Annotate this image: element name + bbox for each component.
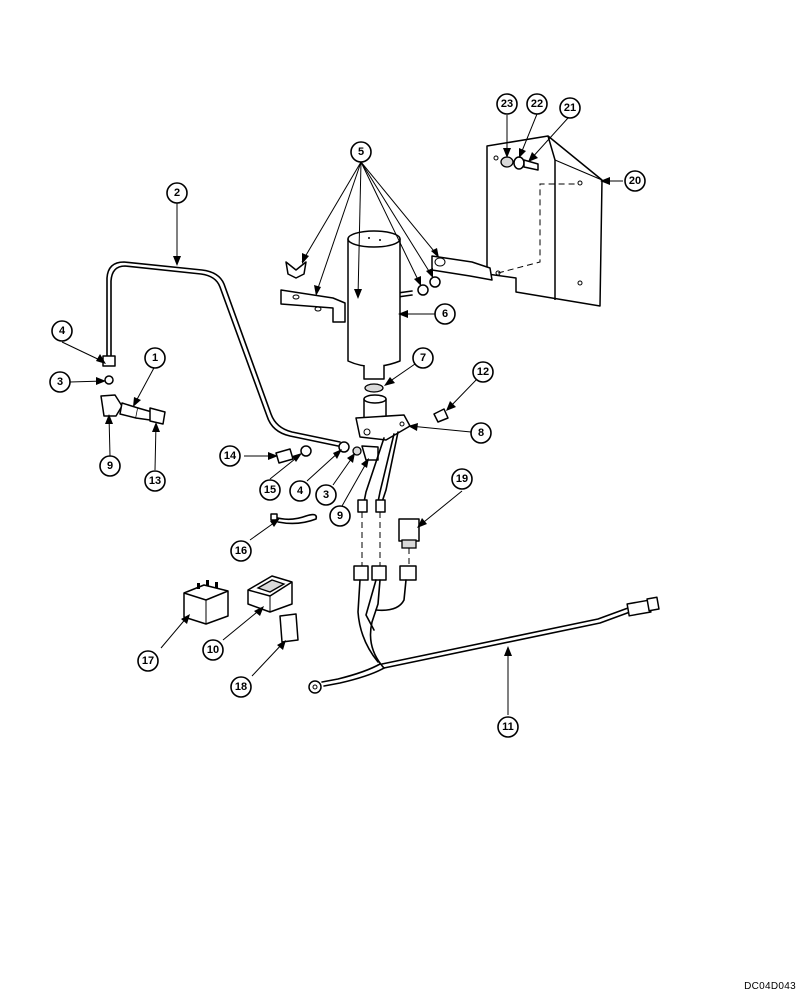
right-clamp [431,255,493,281]
svg-text:22: 22 [531,98,543,110]
svg-text:13: 13 [149,475,161,487]
callout-11: 11 [497,716,519,738]
svg-text:7: 7 [420,352,426,364]
svg-text:15: 15 [264,484,276,496]
svg-text:18: 18 [235,681,247,693]
callout-6: 6 [434,303,456,325]
svg-text:6: 6 [442,308,448,320]
head-wires [357,431,410,566]
callout-22: 22 [526,93,548,115]
leader-arrowheads [96,148,610,656]
center-fittings [275,441,379,464]
callout-23: 23 [496,93,518,115]
callout-7: 7 [412,347,434,369]
wire-harness [308,565,660,694]
svg-text:5: 5 [358,146,364,158]
svg-text:17: 17 [142,655,154,667]
callout-2: 2 [166,182,188,204]
svg-text:8: 8 [478,427,484,439]
callout-12: 12 [472,361,494,383]
callout-16: 16 [230,540,252,562]
callout-10: 10 [202,639,224,661]
svg-text:2: 2 [174,187,180,199]
svg-text:19: 19 [456,473,468,485]
callout-21: 21 [559,97,581,119]
callout-5: 5 [350,141,372,163]
wing-nut [285,261,307,279]
label-decal [279,613,299,643]
svg-text:10: 10 [207,644,219,656]
callout-9-center: 9 [329,505,351,527]
svg-text:16: 16 [235,545,247,557]
callout-20: 20 [624,170,646,192]
svg-text:4: 4 [297,485,304,497]
mounting-bracket [486,135,603,307]
callout-15: 15 [259,479,281,501]
callout-4-center: 4 [289,480,311,502]
callout-8: 8 [470,422,492,444]
sensor-switch [398,518,420,549]
bracket-fasteners [500,156,539,171]
tube-line [106,261,341,447]
callout-17: 17 [137,650,159,672]
cap-nut [433,408,449,423]
left-fittings [100,355,166,425]
svg-text:12: 12 [477,366,489,378]
relay [183,580,229,625]
svg-text:21: 21 [564,102,576,114]
svg-text:11: 11 [502,721,514,733]
filter-head [355,394,411,441]
drawing-code: DC04D043 [744,981,796,992]
callout-9-left: 9 [99,455,121,477]
left-clamp [280,289,346,323]
callout-14: 14 [219,445,241,467]
filter-canister [347,230,401,393]
callout-18: 18 [230,676,252,698]
svg-text:3: 3 [57,376,63,388]
svg-text:1: 1 [152,352,158,364]
svg-text:14: 14 [224,450,237,462]
svg-text:9: 9 [337,510,343,522]
callout-3-left: 3 [49,371,71,393]
svg-text:20: 20 [629,175,641,187]
svg-text:4: 4 [59,325,66,337]
callout-13: 13 [144,470,166,492]
callout-1: 1 [144,347,166,369]
callout-3-center: 3 [315,484,337,506]
callout-4-left: 4 [51,320,73,342]
svg-text:9: 9 [107,460,113,472]
callout-19: 19 [451,468,473,490]
svg-text:3: 3 [323,489,329,501]
svg-text:23: 23 [501,98,513,110]
rocker-switch [247,575,293,613]
rod-nuts [417,276,441,296]
